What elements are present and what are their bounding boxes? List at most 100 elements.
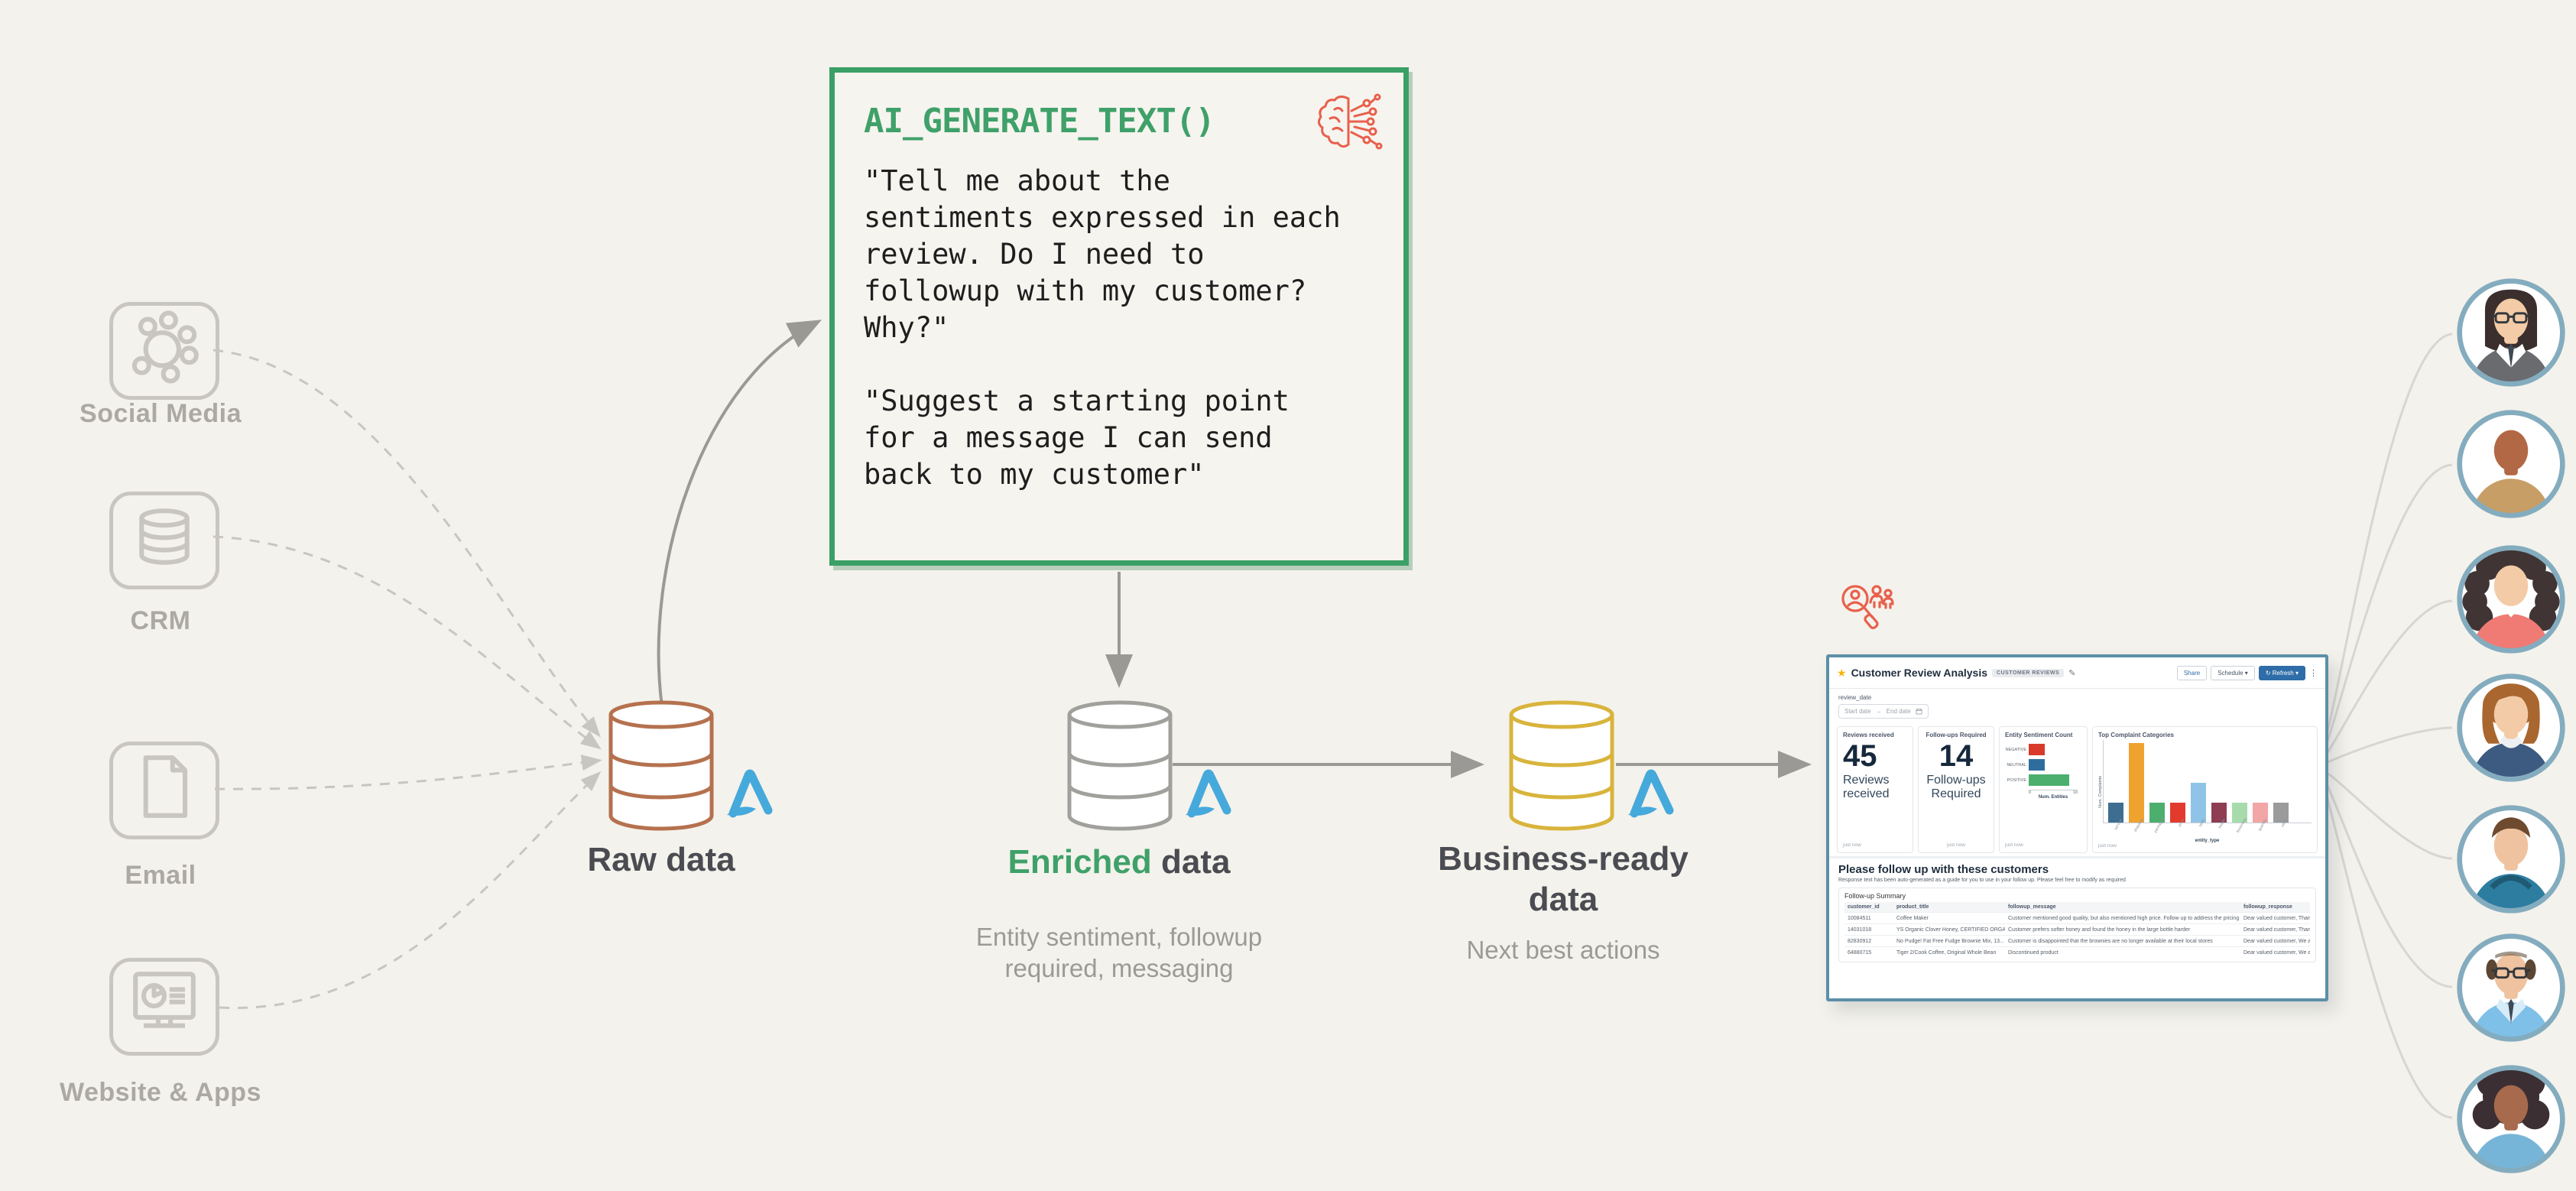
ai-prompt-text: "Tell me about the sentiments expressed … <box>864 163 1380 493</box>
sentiment-x-label: Num. Entities <box>2038 795 2068 800</box>
complaint-bar <box>2108 803 2123 823</box>
customer-analysis-icon <box>1841 585 1894 630</box>
enriched-highlight: Enriched <box>1007 843 1152 881</box>
edge-email-to-raw <box>214 755 602 790</box>
followup-table-cell: 64880715 <box>1844 946 1893 958</box>
kpi-label-followups: Follow-ups Required <box>1926 774 1986 801</box>
chart-title-sentiment: Entity Sentiment Count <box>2005 732 2073 738</box>
user-avatar-woman-curly-coral-top <box>2454 543 2568 656</box>
edge-social-to-raw <box>213 349 601 738</box>
complaint-bar <box>2211 803 2227 823</box>
raw-data-cylinder <box>608 700 714 831</box>
favorite-star-icon[interactable]: ★ <box>1837 666 1847 679</box>
tick: 10 <box>2072 790 2078 795</box>
edge-crm-to-raw <box>213 535 602 750</box>
source-label-website-apps: Website & Apps <box>60 1078 261 1107</box>
source-label-crm: CRM <box>130 606 191 635</box>
complaint-bar <box>2232 803 2247 823</box>
refresh-button[interactable]: ↻ Refresh ▾ <box>2258 665 2305 680</box>
followup-column-header: product_title <box>1893 902 2005 913</box>
user-avatar-woman-afro-blue-top <box>2454 1063 2568 1176</box>
sentiment-bar <box>2029 744 2045 755</box>
tick: 0 <box>2029 790 2032 795</box>
sentiment-bar-chart: NEGATIVE NEUTRAL POSITIVE <box>2005 740 2081 790</box>
woman-bob-glasses-avatar <box>2457 278 2565 387</box>
followup-table-title: Follow-up Summary <box>1844 892 1906 900</box>
chart-card-complaints: Top Complaint Categories Num. Complaints… <box>2092 726 2318 853</box>
followup-table-cell: Customer prefers softer honey and found … <box>2005 923 2240 936</box>
edge-raw-to-aibox <box>657 320 822 707</box>
kpi-label-reviews: Reviews received <box>1843 774 1890 801</box>
start-date-placeholder[interactable]: Start date <box>1844 708 1871 715</box>
ai-prompt-1: "Tell me about the sentiments expressed … <box>864 164 1341 344</box>
complaint-bar <box>2253 803 2268 823</box>
complaint-bar <box>2129 743 2144 823</box>
business-ready-subtitle: Next best actions <box>1466 936 1660 964</box>
woman-curly-coral-top-avatar <box>2457 545 2565 654</box>
followup-table-cell: Customer is disappointed that the browni… <box>2005 935 2240 947</box>
dashboard-actions: Share Schedule ▾ ↻ Refresh ▾ ⋮ <box>2176 665 2318 680</box>
complaint-bar <box>2149 803 2165 823</box>
edit-pencil-icon[interactable]: ✎ <box>2068 668 2076 678</box>
kpi-title: Follow-ups Required <box>1926 732 1987 738</box>
followup-note: Response text has been auto-generated as… <box>1838 878 2126 883</box>
dashboard-title: Customer Review Analysis <box>1851 667 1988 679</box>
ai-brain-circuit-icon <box>1317 93 1383 150</box>
followup-table-cell: Dear valued customer, Thank you for brin… <box>2240 923 2310 936</box>
followup-table-cell: Dear valued customer, We are sorry to he… <box>2240 946 2310 958</box>
customer-review-dashboard: ★ Customer Review Analysis CUSTOMER REVI… <box>1826 654 2328 1001</box>
woman-auburn-blazer-avatar <box>2457 673 2565 782</box>
date-range-input[interactable]: Start date → End date <box>1838 704 1929 719</box>
followup-column-header: followup_response <box>2240 902 2310 913</box>
followup-table-cell: Discontinued product <box>2005 946 2240 958</box>
source-website-apps <box>109 958 219 1056</box>
user-avatar-man-balding-glasses-tie <box>2454 931 2568 1044</box>
schedule-button[interactable]: Schedule ▾ <box>2211 665 2255 680</box>
filter-label: review_date <box>1838 694 1872 701</box>
sentiment-bar-row: NEGATIVE <box>2005 744 2081 755</box>
dashboard-filter: review_date Start date → End date <box>1829 689 2325 722</box>
followup-table-cell: 82830912 <box>1844 935 1893 947</box>
kpi-card-followups: Follow-ups Required 14 Follow-ups Requir… <box>1918 726 1994 853</box>
followup-table-cell: 14031018 <box>1844 923 1893 936</box>
blue-triangle-logo <box>1186 769 1231 818</box>
dashboard-badge: CUSTOMER REVIEWS <box>1992 668 2065 677</box>
more-menu-icon[interactable]: ⋮ <box>2309 668 2318 678</box>
followup-table-cell: Tiger 2/Cook Coffee, Original Whole Bean <box>1893 946 2005 958</box>
enriched-data-subtitle: Entity sentiment, followup required, mes… <box>975 923 1263 983</box>
sentiment-category-label: POSITIVE <box>2007 777 2026 783</box>
database-icon <box>139 508 190 565</box>
woman-afro-blue-top-avatar <box>2457 1065 2565 1173</box>
raw-data-label: Raw data <box>587 841 735 878</box>
followup-column-header: customer_id <box>1844 902 1893 913</box>
followup-table-cell: Customer mentioned good quality, but als… <box>2005 912 2240 924</box>
kpi-footer: just now <box>1843 842 1861 848</box>
share-button[interactable]: Share <box>2176 665 2208 680</box>
followup-table-cell: 10084511 <box>1844 912 1893 924</box>
blue-triangle-logo <box>1628 769 1674 818</box>
document-icon <box>143 755 188 818</box>
enriched-data-cylinder <box>1067 700 1173 831</box>
sentiment-bar <box>2029 774 2069 786</box>
sentiment-bar-row: NEUTRAL <box>2005 759 2081 771</box>
ai-prompt-2: "Suggest a starting point for a message … <box>864 385 1290 491</box>
user-avatar-woman-auburn-blazer <box>2454 671 2568 784</box>
followup-section: Please follow up with these customers Re… <box>1829 856 2325 962</box>
followup-table-cell: YS Organic Clover Honey, CERTIFIED ORGAN… <box>1893 923 2005 936</box>
kpi-title: Reviews received <box>1843 732 1894 738</box>
source-crm <box>109 492 219 589</box>
date-arrow: → <box>1875 708 1882 715</box>
end-date-placeholder[interactable]: End date <box>1886 708 1911 715</box>
enriched-data-label: Enriched data <box>943 843 1295 881</box>
ai-generate-text-box: AI_GENERATE_TEXT() "Tell me about the se… <box>829 67 1409 566</box>
user-avatar-man-blue-hoodie <box>2454 803 2568 916</box>
enriched-rest: data <box>1151 843 1231 881</box>
sentiment-bar <box>2029 759 2045 771</box>
